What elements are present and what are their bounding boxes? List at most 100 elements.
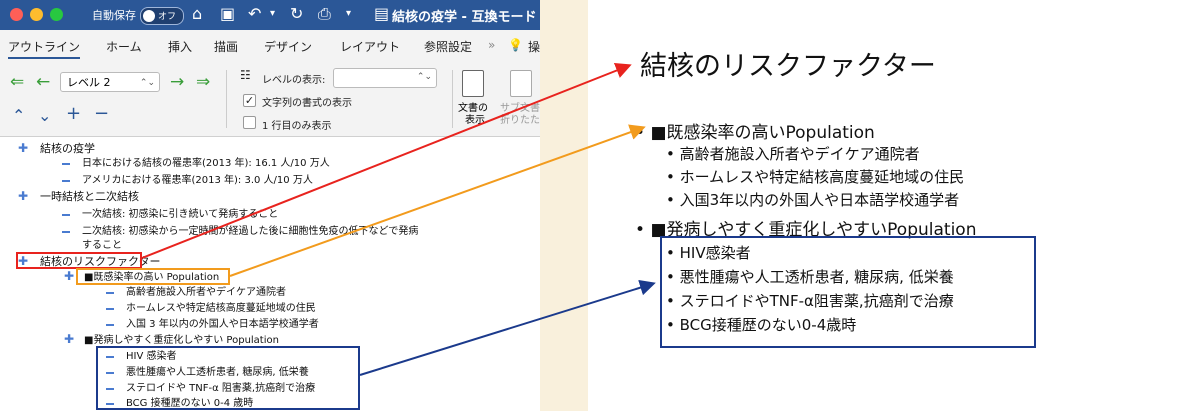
outline-expand-icon[interactable]: ✚ (18, 141, 29, 155)
autosave-toggle[interactable]: オフ (140, 7, 184, 25)
close-window-button[interactable] (10, 8, 23, 21)
tab-references[interactable]: 参照設定 (424, 40, 473, 54)
show-document-icon[interactable] (462, 70, 484, 97)
move-up-icon[interactable]: ⌃ (12, 106, 26, 125)
outline-body-icon (106, 292, 114, 294)
home-icon[interactable]: ⌂ (192, 4, 203, 23)
undo-dropdown-icon[interactable]: ▾ (270, 8, 276, 19)
show-level-icon: ☷ (240, 68, 251, 82)
ribbon-tabs: アウトライン ホーム 挿入 描画 デザイン レイアウト 参照設定 » 💡 操 (0, 30, 540, 60)
outline-body-icon (62, 163, 70, 165)
autosave-state: オフ (158, 12, 177, 22)
collapse-icon[interactable]: − (94, 103, 110, 124)
outline-body-icon (106, 372, 114, 374)
outline-heading-1[interactable]: 結核の疫学 (40, 142, 95, 155)
first-line-only-checkbox[interactable] (243, 116, 256, 129)
collapse-subdocuments-icon[interactable] (510, 70, 532, 97)
outline-item[interactable]: ステロイドや TNF-α 阻害薬,抗癌剤で治療 (126, 383, 316, 394)
slide-bullet: • ステロイドやTNF-α阻害薬,抗癌剤で治療 (666, 292, 954, 310)
print-icon[interactable]: ⎙ (318, 4, 331, 23)
slide-bullet: • HIV感染者 (666, 244, 751, 262)
show-format-label: 文字列の書式の表示 (262, 98, 352, 109)
outline-body-icon (62, 231, 70, 233)
undo-icon[interactable]: ↶ (248, 4, 262, 23)
ribbon-divider (452, 70, 453, 128)
outline-expand-icon[interactable]: ✚ (18, 189, 29, 203)
tab-outline[interactable]: アウトライン (8, 38, 81, 59)
zoom-window-button[interactable] (50, 8, 63, 21)
tab-home[interactable]: ホーム (106, 40, 142, 54)
outline-ribbon: ⇐ ← レベル 2 ⌃⌄ → ⇒ ⌃ ⌄ + − ☷ レベルの表示: ⌃⌄ ✓ … (0, 60, 540, 137)
title-bar: 自動保存 オフ ⌂ ▣ ↶ ▾ ↻ ⎙ ▾ ▤ 結核の疫学 - 互換モード (0, 0, 540, 30)
demote-to-body-icon[interactable]: ⇒ (196, 72, 211, 92)
tabs-overflow-icon[interactable]: » (488, 38, 496, 52)
show-document-label-2: 表示 (465, 115, 485, 126)
outline-heading-2[interactable]: 一時結核と二次結核 (40, 190, 139, 203)
slide-bullet: • 悪性腫瘍や人工透析患者, 糖尿病, 低栄養 (666, 268, 954, 286)
tab-draw[interactable]: 描画 (214, 40, 239, 54)
tab-tell-me[interactable]: 操 (528, 40, 540, 54)
save-icon[interactable]: ▣ (220, 4, 236, 23)
outline-body-icon (106, 403, 114, 405)
show-level-label: レベルの表示: (262, 75, 326, 86)
customize-toolbar-icon[interactable]: ▾ (346, 8, 352, 19)
red-highlight-box (16, 252, 142, 269)
word-window: 自動保存 オフ ⌂ ▣ ↶ ▾ ↻ ⎙ ▾ ▤ 結核の疫学 - 互換モード アウ… (0, 0, 540, 411)
outline-item[interactable]: ホームレスや特定結核高度蔓延地域の住民 (126, 303, 316, 314)
redo-icon[interactable]: ↻ (290, 4, 304, 23)
outline-expand-icon[interactable]: ✚ (64, 332, 75, 346)
demote-icon[interactable]: → (170, 72, 185, 92)
document-title: 結核の疫学 - 互換モード (392, 10, 537, 25)
autosave-label: 自動保存 (92, 9, 136, 22)
promote-icon[interactable]: ← (36, 72, 51, 92)
outline-body-icon (62, 180, 70, 182)
outline-item[interactable]: BCG 接種歴のない 0-4 歳時 (126, 398, 254, 409)
ribbon-divider (226, 70, 227, 128)
show-document-label: 文書の (458, 103, 488, 114)
slide-group1-heading: • ■既感染率の高いPopulation (635, 123, 875, 143)
doc-icon: ▤ (374, 4, 390, 23)
outline-body-icon (106, 356, 114, 358)
slide-title: 結核のリスクファクター (640, 51, 936, 82)
lightbulb-icon[interactable]: 💡 (508, 38, 523, 52)
collapse-subdocuments-label-2: 折りたた (500, 115, 540, 126)
tab-insert[interactable]: 挿入 (168, 40, 193, 54)
outline-item-continuation[interactable]: すること (82, 240, 122, 251)
move-down-icon[interactable]: ⌄ (38, 106, 52, 125)
outline-subheading-2[interactable]: ■発病しやすく重症化しやすい Population (84, 335, 279, 346)
outline-item[interactable]: 一次結核: 初感染に引き続いて発病すること (82, 209, 279, 220)
outline-heading-3[interactable]: 結核のリスクファクター (40, 255, 161, 268)
slide-bullet: • ホームレスや特定結核高度蔓延地域の住民 (666, 168, 965, 186)
collapse-subdocuments-label: サブ文書 (500, 103, 540, 114)
promote-to-heading-icon[interactable]: ⇐ (10, 72, 25, 92)
chevron-down-icon: ⌃⌄ (139, 78, 155, 88)
tab-design[interactable]: デザイン (264, 40, 313, 54)
outline-body-icon (106, 308, 114, 310)
outline-level-select[interactable]: レベル 2 ⌃⌄ (60, 72, 160, 92)
outline-item[interactable]: 高齢者施設入所者やデイケア通院者 (126, 287, 286, 298)
expand-icon[interactable]: + (66, 103, 82, 124)
show-level-select[interactable]: ⌃⌄ (333, 68, 437, 88)
slide-blue-box (660, 236, 1036, 348)
background-gap (540, 0, 588, 411)
outline-expand-icon[interactable]: ✚ (18, 254, 29, 268)
outline-expand-icon[interactable]: ✚ (64, 269, 75, 283)
orange-highlight-box (76, 268, 230, 285)
slide-bullet: • BCG接種歴のない0-4歳時 (666, 316, 857, 334)
outline-item[interactable]: アメリカにおける罹患率(2013 年): 3.0 人/10 万人 (82, 175, 313, 186)
outline-item[interactable]: 悪性腫瘍や人工透析患者, 糖尿病, 低栄養 (126, 367, 309, 378)
slide-bullet: • 入国3年以内の外国人や日本語学校通学者 (666, 191, 960, 209)
outline-body-icon (106, 388, 114, 390)
outline-body-icon (62, 214, 70, 216)
outline-item[interactable]: 入国 3 年以内の外国人や日本語学校通学者 (126, 319, 319, 330)
first-line-only-label: 1 行目のみ表示 (262, 121, 332, 132)
outline-item[interactable]: 二次結核: 初感染から一定時間が経過した後に細胞性免疫の低下などで発病 (82, 226, 419, 237)
show-format-checkbox[interactable]: ✓ (243, 94, 256, 107)
chevron-down-icon: ⌃⌄ (416, 72, 432, 82)
outline-subheading-1[interactable]: ■既感染率の高い Population (84, 272, 220, 283)
tab-layout[interactable]: レイアウト (340, 40, 401, 54)
slide-bullet: • 高齢者施設入所者やデイケア通院者 (666, 145, 920, 163)
outline-item[interactable]: HIV 感染者 (126, 351, 177, 362)
outline-item[interactable]: 日本における結核の罹患率(2013 年): 16.1 人/10 万人 (82, 158, 330, 169)
minimize-window-button[interactable] (30, 8, 43, 21)
